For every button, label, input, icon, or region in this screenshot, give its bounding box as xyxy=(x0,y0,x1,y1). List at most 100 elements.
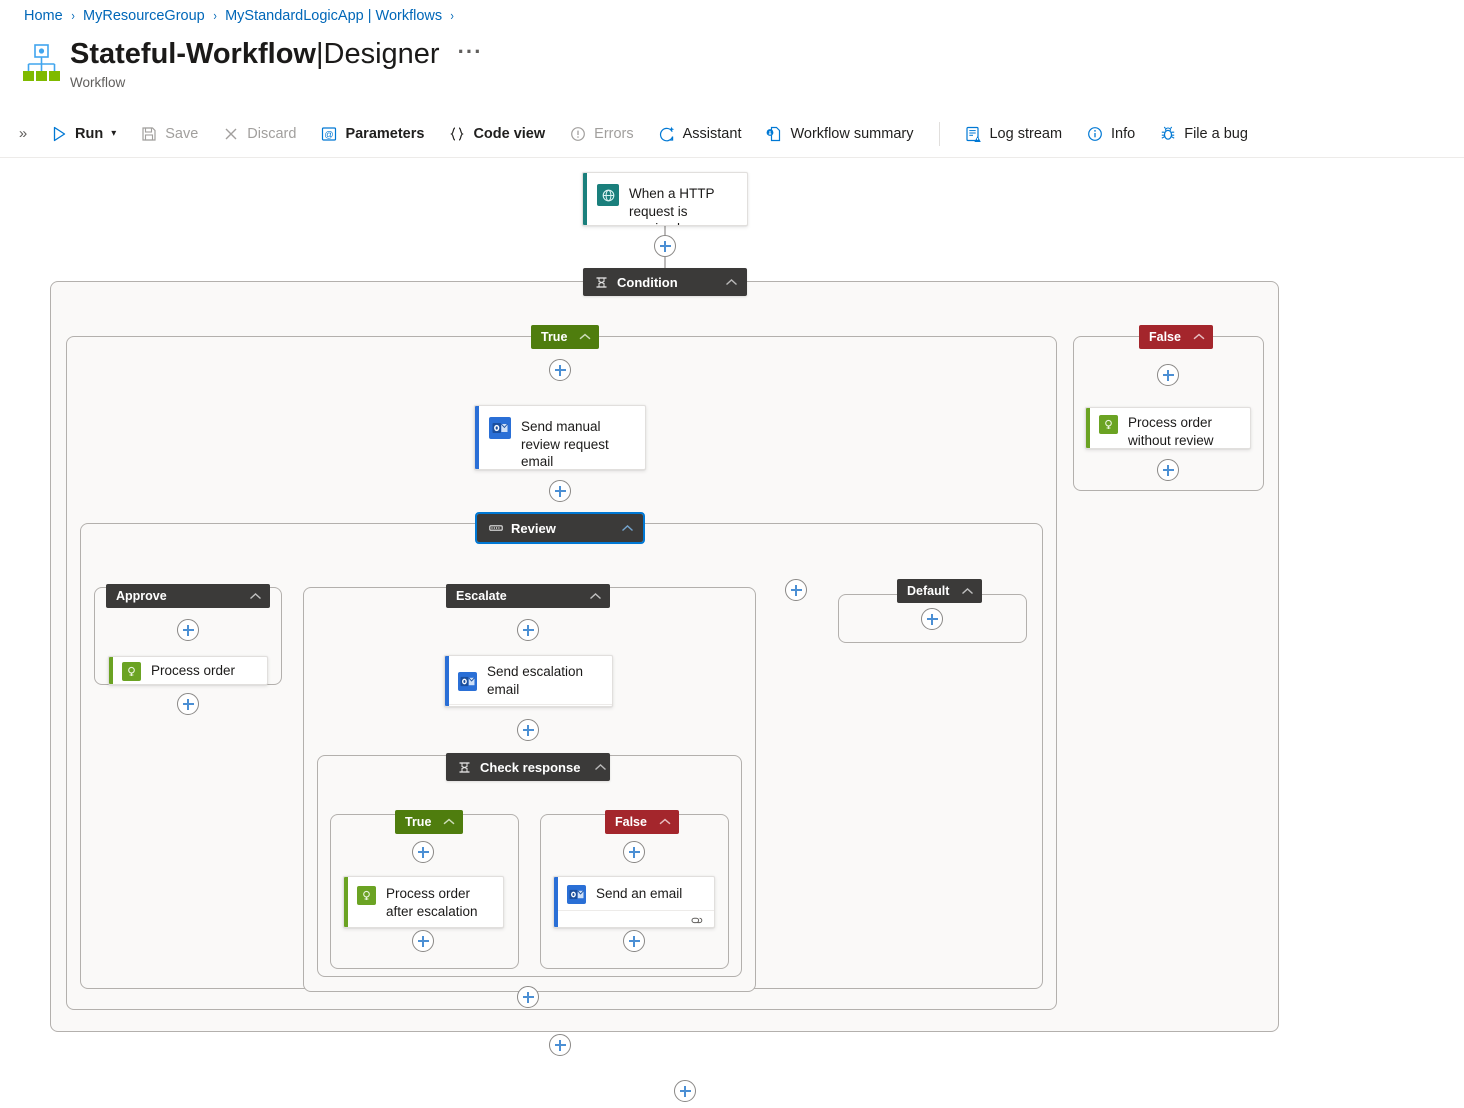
node-accent-bar xyxy=(109,657,113,684)
workflow-summary-button[interactable]: Workflow summary xyxy=(755,118,923,150)
add-action-button[interactable] xyxy=(623,841,645,863)
add-action-button[interactable] xyxy=(921,608,943,630)
add-action-button[interactable] xyxy=(517,619,539,641)
chevron-up-icon[interactable] xyxy=(249,592,262,601)
branch-label-true[interactable]: True xyxy=(531,325,600,349)
breadcrumb-item-logic-app[interactable]: MyStandardLogicApp | Workflows xyxy=(225,8,443,24)
log-stream-button[interactable]: Log stream xyxy=(954,118,1072,150)
logic-app-icon xyxy=(22,42,64,86)
add-action-button[interactable] xyxy=(549,480,571,502)
file-a-bug-label: File a bug xyxy=(1184,125,1248,142)
case-label-default[interactable]: Default xyxy=(897,579,983,603)
log-stream-label: Log stream xyxy=(989,125,1063,142)
action-node-label: Process order after escalation xyxy=(386,886,478,919)
chevron-up-icon[interactable] xyxy=(579,333,591,341)
add-action-button[interactable] xyxy=(177,619,199,641)
case-label-approve[interactable]: Approve xyxy=(106,584,270,608)
node-accent-bar xyxy=(554,877,558,927)
breadcrumb-item-home[interactable]: Home xyxy=(24,8,63,24)
breadcrumb-separator: › xyxy=(213,8,217,23)
page-subtitle: Workflow xyxy=(70,75,126,90)
branch-label-false[interactable]: False xyxy=(605,810,679,834)
node-accent-bar xyxy=(583,173,587,225)
switch-node-label: Review xyxy=(511,520,556,536)
action-node-process-order-without-review[interactable]: Process order without review xyxy=(1085,407,1251,449)
run-button[interactable]: Run ▾ xyxy=(40,118,126,150)
add-case-button[interactable] xyxy=(785,579,807,601)
add-action-button[interactable] xyxy=(549,1034,571,1056)
action-node-label: Send manual review request email xyxy=(521,419,609,469)
add-action-button[interactable] xyxy=(1157,459,1179,481)
code-view-button[interactable]: Code view xyxy=(438,118,555,150)
condition-icon xyxy=(594,275,609,290)
action-node-label: Process order without review xyxy=(1128,415,1214,448)
condition-node-header[interactable]: Condition xyxy=(583,268,747,296)
condition-node-label: Condition xyxy=(617,274,678,290)
add-action-button[interactable] xyxy=(517,719,539,741)
workflow-summary-label: Workflow summary xyxy=(790,125,914,142)
errors-label: Errors xyxy=(594,125,634,142)
toolbar-divider xyxy=(939,121,941,146)
action-node-send-manual-review-request-email[interactable]: Send manual review request email xyxy=(474,405,646,470)
action-node-label: Send an email xyxy=(596,886,683,902)
page-title-sub: Designer xyxy=(323,38,440,70)
info-button[interactable]: Info xyxy=(1076,118,1145,150)
save-button[interactable]: Save xyxy=(130,118,208,150)
breadcrumb-item-resource-group[interactable]: MyResourceGroup xyxy=(83,8,205,24)
branch-label-true[interactable]: True xyxy=(395,810,464,834)
action-node-send-an-email[interactable]: Send an email xyxy=(553,876,715,928)
add-action-button[interactable] xyxy=(1157,364,1179,386)
page-title-separator: | xyxy=(315,38,324,70)
compose-icon xyxy=(357,886,376,905)
add-action-button[interactable] xyxy=(674,1080,696,1102)
add-action-button[interactable] xyxy=(549,359,571,381)
breadcrumb-separator: › xyxy=(450,8,455,23)
add-action-button[interactable] xyxy=(177,693,199,715)
parameters-button[interactable]: @ Parameters xyxy=(310,118,434,150)
case-label-default-text: Default xyxy=(907,584,950,598)
chevron-up-icon[interactable] xyxy=(594,763,607,772)
office365-outlook-icon xyxy=(567,885,586,904)
action-node-process-order[interactable]: Process order xyxy=(108,656,268,685)
file-a-bug-button[interactable]: File a bug xyxy=(1149,118,1258,150)
node-accent-bar xyxy=(475,406,479,469)
action-node-process-order-after-escalation[interactable]: Process order after escalation xyxy=(343,876,504,928)
errors-icon xyxy=(569,125,587,143)
office365-outlook-icon xyxy=(458,671,477,691)
branch-label-true-text: True xyxy=(541,330,568,344)
expand-commandbar-button[interactable]: » xyxy=(18,125,28,142)
workflow-summary-icon xyxy=(765,125,783,143)
add-action-button[interactable] xyxy=(412,930,434,952)
case-label-escalate-text: Escalate xyxy=(456,589,507,603)
assistant-label: Assistant xyxy=(682,125,742,142)
errors-button[interactable]: Errors xyxy=(559,118,643,150)
more-options-button[interactable]: ··· xyxy=(457,39,483,64)
discard-button[interactable]: Discard xyxy=(212,118,306,150)
add-action-button[interactable] xyxy=(623,930,645,952)
workflow-designer-canvas[interactable]: When a HTTP request is received Conditio… xyxy=(0,159,1464,1108)
action-node-send-escalation-email[interactable]: Send escalation email xyxy=(444,655,613,707)
add-action-button[interactable] xyxy=(412,841,434,863)
chevron-up-icon[interactable] xyxy=(443,818,455,826)
chevron-up-icon[interactable] xyxy=(1193,333,1205,341)
condition-node-check-response[interactable]: Check response xyxy=(446,753,610,781)
save-label: Save xyxy=(165,125,199,142)
case-label-escalate[interactable]: Escalate xyxy=(446,584,610,608)
branch-label-false[interactable]: False xyxy=(1139,325,1213,349)
page-title-main: Stateful-Workflow xyxy=(70,38,316,70)
add-action-button[interactable] xyxy=(654,235,676,257)
office365-outlook-icon xyxy=(489,417,511,439)
chevron-up-icon[interactable] xyxy=(725,278,738,287)
switch-node-header-review[interactable]: Review xyxy=(475,512,645,544)
node-footer xyxy=(554,910,714,927)
add-action-button[interactable] xyxy=(517,986,539,1008)
chevron-down-icon[interactable]: ▾ xyxy=(111,128,117,139)
chevron-up-icon[interactable] xyxy=(589,592,602,601)
switch-icon xyxy=(488,521,503,536)
log-stream-icon xyxy=(964,125,982,143)
assistant-button[interactable]: Assistant xyxy=(648,118,752,150)
chevron-up-icon[interactable] xyxy=(621,524,634,533)
trigger-node-http-request[interactable]: When a HTTP request is received xyxy=(582,172,748,226)
chevron-up-icon[interactable] xyxy=(961,587,974,596)
chevron-up-icon[interactable] xyxy=(659,818,671,826)
